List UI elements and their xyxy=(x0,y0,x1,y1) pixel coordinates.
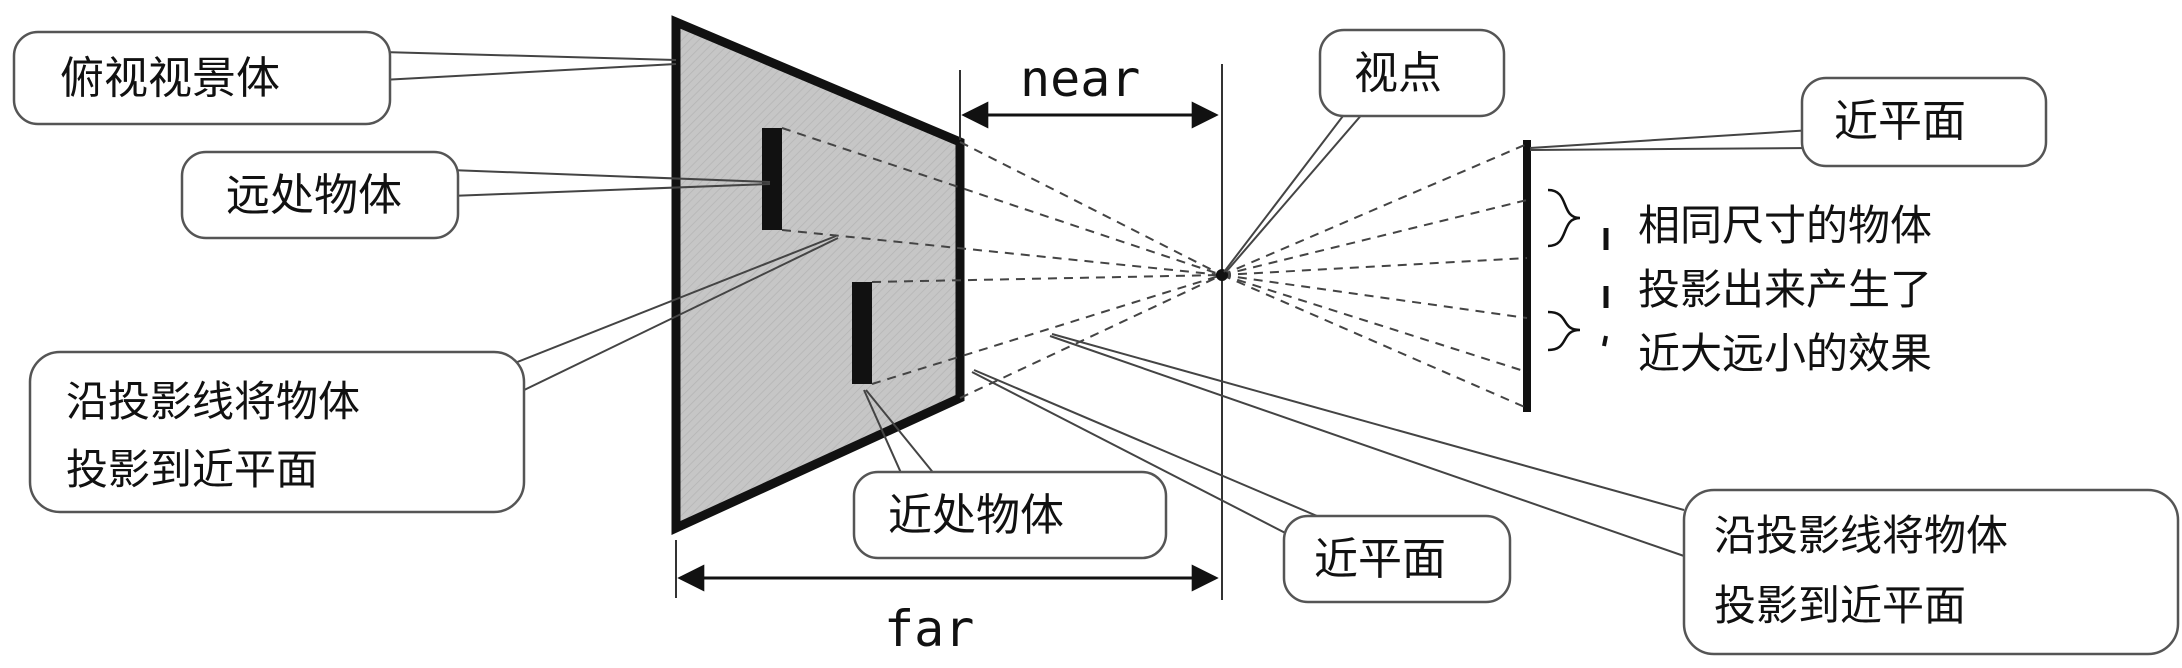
near-plane-bottom-callout-box xyxy=(1282,514,1512,604)
projection-brackets xyxy=(1547,188,1609,352)
project-left-callout-box xyxy=(28,350,526,514)
near-plane-right-callout-box xyxy=(1800,76,2048,168)
callout-leaders xyxy=(381,51,1813,561)
effect-label-line1: 相同尺寸的物体 xyxy=(1638,201,1933,250)
near-object-callout-box xyxy=(852,470,1168,560)
frustum-label: 俯视视景体 xyxy=(60,53,280,104)
viewpoint-callout-box xyxy=(1318,28,1506,118)
near-plane-bottom-label: 近平面 xyxy=(1314,534,1446,585)
far-object-bar xyxy=(762,128,782,230)
project-right-label-line2: 投影到近平面 xyxy=(1714,581,1967,630)
near-plane-right-label: 近平面 xyxy=(1834,96,1966,147)
callout-boxes xyxy=(12,28,2180,656)
project-right-callout-box xyxy=(1682,488,2180,656)
project-left-label-line2: 投影到近平面 xyxy=(66,445,319,494)
far-object-label: 远处物体 xyxy=(226,170,402,221)
viewpoint-label: 视点 xyxy=(1354,48,1442,99)
project-left-label-line1: 沿投影线将物体 xyxy=(66,377,361,426)
project-right-label-line1: 沿投影线将物体 xyxy=(1714,511,2009,560)
projection-lines xyxy=(781,127,1528,409)
effect-label-line2: 投影出来产生了 xyxy=(1638,265,1933,314)
effect-label-line3: 近大远小的效果 xyxy=(1638,329,1933,378)
far-dimension-label: far xyxy=(884,600,975,658)
near-object-label: 近处物体 xyxy=(888,490,1064,541)
frustum-callout-box xyxy=(12,30,392,126)
far-object-callout-box xyxy=(180,150,460,240)
near-object-bar xyxy=(852,282,872,384)
near-dimension-label: near xyxy=(1020,50,1141,108)
